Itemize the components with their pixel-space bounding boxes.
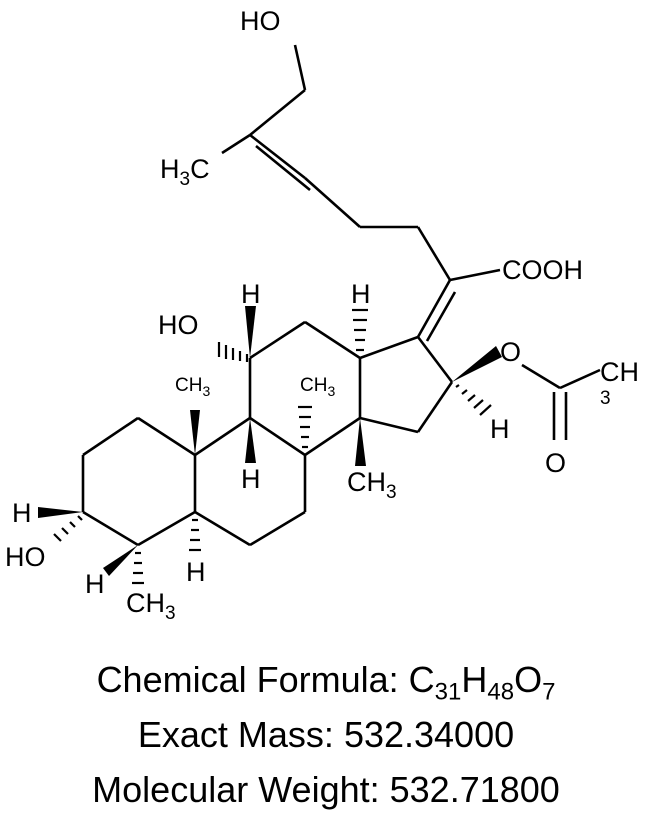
ring-a <box>81 416 197 547</box>
molecular-weight-label: Molecular Weight: <box>92 769 390 810</box>
c9-h-label: H <box>241 464 261 494</box>
exact-mass-value: 532.34000 <box>343 714 515 755</box>
molecular-weight: Molecular Weight: 532.71800 <box>0 762 652 817</box>
side-chain-methyl-label: H3C <box>160 154 210 190</box>
chemical-formula: Chemical Formula: C31H48O7 <box>0 652 652 707</box>
c14-methyl-wedge <box>355 418 366 466</box>
c16-h-label: H <box>490 414 510 444</box>
side-chain-hydroxyl-label: HO <box>240 6 281 36</box>
chemical-formula-label: Chemical Formula: <box>96 659 409 700</box>
c10-methyl-wedge <box>190 410 200 455</box>
carbonyl-oxygen-label: O <box>545 448 566 478</box>
formula-element: O <box>514 659 543 700</box>
acetoxy-group <box>452 346 601 440</box>
c8-methyl-hash-bond <box>298 405 312 449</box>
c16-h-hash-bond <box>455 384 492 416</box>
exact-mass: Exact Mass: 532.34000 <box>0 707 652 762</box>
formula-element: C <box>408 659 435 700</box>
c11-substituents <box>217 306 256 362</box>
c8-methyl-label: CH3 <box>300 375 335 399</box>
ring-b <box>194 416 307 547</box>
c4-methyl-label: CH3 <box>126 588 176 624</box>
c5-h-hash-bond <box>189 518 201 552</box>
c3-hydroxyl-label: HO <box>5 542 46 572</box>
c14-methyl-label: CH3 <box>347 467 397 503</box>
c5-h-label: H <box>186 557 206 587</box>
chemical-structure: HO H3C COOH HO H H O CH 3 O H CH3 CH3 H … <box>5 6 639 624</box>
c11-h-label: H <box>241 279 261 309</box>
acetoxy-oxygen-label: O <box>500 337 521 367</box>
carboxyl-label: COOH <box>502 255 583 285</box>
formula-count: 48 <box>487 678 515 706</box>
ring-c <box>248 320 362 457</box>
c11-hydroxyl-label: HO <box>158 310 199 340</box>
c10-methyl-label: CH3 <box>175 375 210 399</box>
ring-d <box>359 335 454 434</box>
acetyl-methyl-subscript: 3 <box>600 388 611 409</box>
c3-substituents <box>38 507 83 542</box>
formula-count: 7 <box>542 678 556 706</box>
formula-element: H <box>461 659 488 700</box>
acetyl-methyl-label: CH <box>600 357 639 387</box>
exact-mass-label: Exact Mass: <box>137 714 344 755</box>
c3-h-label: H <box>12 498 32 528</box>
c4-substituents <box>103 545 144 585</box>
side-chain <box>221 44 501 342</box>
c13-h-hash-bond <box>352 308 368 352</box>
molecular-weight-value: 532.71800 <box>389 769 560 810</box>
c9-h-wedge <box>245 418 256 463</box>
formula-count: 31 <box>434 678 462 706</box>
compound-properties: Chemical Formula: C31H48O7 Exact Mass: 5… <box>0 652 652 817</box>
c4-h-label: H <box>85 569 105 599</box>
c17-h-label: H <box>351 279 371 309</box>
